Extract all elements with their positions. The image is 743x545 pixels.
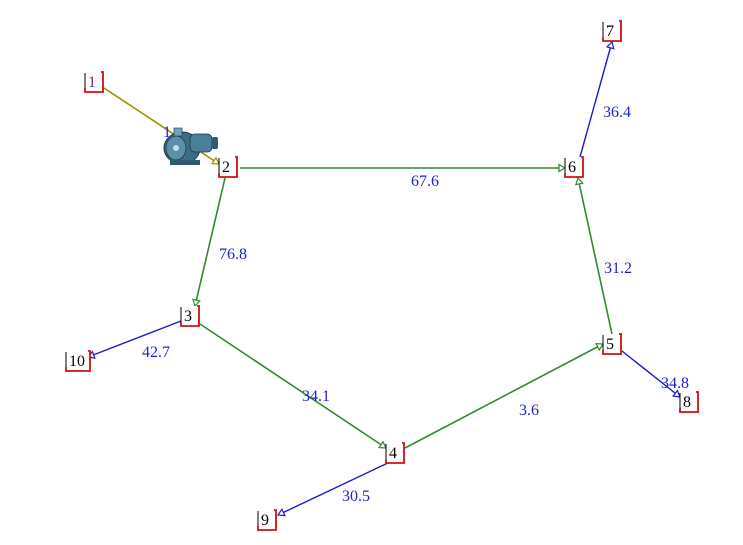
node-label-6: 6 xyxy=(568,159,576,176)
node-4[interactable]: 4 xyxy=(385,442,405,464)
arrowhead-icon xyxy=(605,40,615,50)
pump-motor xyxy=(189,133,213,153)
pipe-line-6-7[interactable] xyxy=(579,41,613,158)
arrowhead-icon xyxy=(558,163,567,173)
edge-label-3-10: 42.7 xyxy=(142,344,170,361)
node-box-bg xyxy=(85,72,103,92)
node-box-bg xyxy=(680,392,698,412)
edge-label-4-5: 3.6 xyxy=(519,402,539,419)
pipe-line-3-10[interactable] xyxy=(87,320,182,358)
node-6[interactable]: 6 xyxy=(564,156,584,178)
edge-labels-layer: 67.6 76.8 36.4 31.2 42.7 34.1 3.6 34.8 30.5 xyxy=(142,104,689,505)
node-box-bg xyxy=(181,306,199,326)
node-label-10: 10 xyxy=(69,353,85,370)
arrowhead-icon xyxy=(210,156,220,165)
pump-motor-cap xyxy=(212,137,218,149)
edge-label-2-6: 67.6 xyxy=(411,173,439,190)
node-box-frame xyxy=(602,333,622,355)
node-box-frame xyxy=(564,156,584,178)
node-5[interactable]: 5 xyxy=(602,333,622,355)
node-box-frame xyxy=(602,20,622,42)
edge-label-5-8: 34.8 xyxy=(661,375,689,392)
pipe-line-1-2[interactable] xyxy=(103,87,220,165)
node-box-frame xyxy=(84,71,104,93)
pipe-line-4-9[interactable] xyxy=(277,461,391,516)
pipe-line-5-8[interactable] xyxy=(621,350,681,398)
pump-base xyxy=(170,160,200,165)
node-label-2: 2 xyxy=(222,159,230,176)
node-box-bg xyxy=(219,157,237,177)
edge-label-4-9: 30.5 xyxy=(342,488,370,505)
node-box-bg xyxy=(386,443,404,463)
node-box-frame xyxy=(65,350,91,372)
edge-label-6-7: 36.4 xyxy=(603,104,631,121)
node-label-8: 8 xyxy=(683,394,691,411)
pipe-line-3-4[interactable] xyxy=(199,323,387,449)
edges-layer xyxy=(86,40,681,517)
edge-label-5-6: 31.2 xyxy=(604,260,632,277)
nodes-layer: 1 2 3 4 5 6 7 8 9 10 1 xyxy=(65,20,699,531)
pump-icon[interactable] xyxy=(163,127,218,165)
node-box-frame xyxy=(180,305,200,327)
node-label-5: 5 xyxy=(606,336,614,353)
node-3[interactable]: 3 xyxy=(180,305,200,327)
node-label-3: 3 xyxy=(184,308,192,325)
node-2[interactable]: 2 xyxy=(218,156,238,178)
node-box-bg xyxy=(258,510,276,530)
edge-label-2-3: 76.8 xyxy=(219,246,247,263)
pump-outlet xyxy=(173,127,183,137)
pipe-line-5-6[interactable] xyxy=(577,177,613,335)
node-label-4: 4 xyxy=(389,445,397,462)
arrowhead-icon xyxy=(595,343,605,352)
arrowhead-icon xyxy=(377,440,387,449)
node-box-frame xyxy=(679,391,699,413)
node-box-bg xyxy=(565,157,583,177)
node-box-bg xyxy=(66,351,90,371)
node-1[interactable]: 1 xyxy=(84,71,104,93)
arrowhead-icon xyxy=(192,298,201,308)
node-box-frame xyxy=(257,509,277,531)
arrowhead-icon xyxy=(672,389,681,398)
pump-label: 1 xyxy=(163,124,171,141)
pipe-line-4-5[interactable] xyxy=(404,343,604,449)
arrowhead-icon xyxy=(574,176,584,186)
node-label-7: 7 xyxy=(606,23,614,40)
edge-label-3-4: 34.1 xyxy=(302,388,330,405)
node-label-9: 9 xyxy=(261,512,269,529)
node-box-bg xyxy=(603,21,621,41)
node-box-frame xyxy=(218,156,238,178)
node-9[interactable]: 9 xyxy=(257,509,277,531)
node-8[interactable]: 8 xyxy=(679,391,699,413)
node-box-bg xyxy=(603,334,621,354)
node-10[interactable]: 10 xyxy=(65,350,91,372)
pipe-line-2-3[interactable] xyxy=(194,177,226,307)
node-7[interactable]: 7 xyxy=(602,20,622,42)
node-box-frame xyxy=(385,442,405,464)
pump-hub xyxy=(173,145,179,151)
arrowhead-icon xyxy=(276,508,286,517)
node-label-1: 1 xyxy=(88,74,96,91)
